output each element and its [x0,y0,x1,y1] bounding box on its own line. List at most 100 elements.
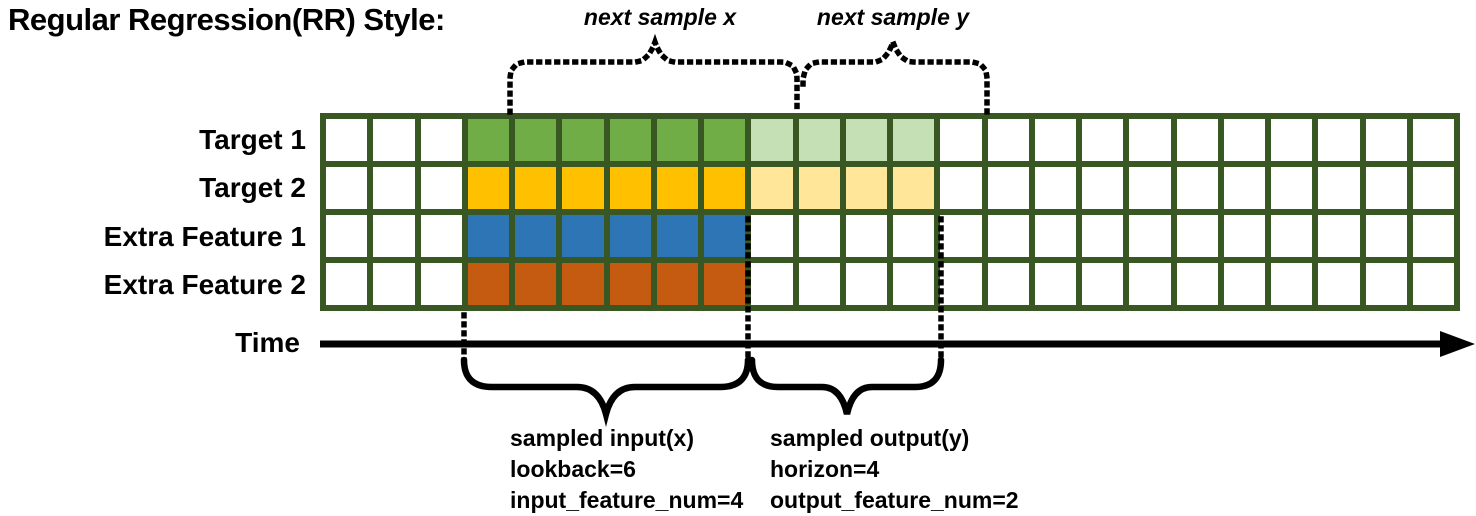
grid-cell [751,119,793,161]
grid-cell [1412,167,1454,209]
grid-cell [1082,119,1124,161]
grid-cell [467,167,509,209]
grid-cell [609,119,651,161]
time-axis-label: Time [235,327,300,358]
grid-cell [373,167,415,209]
grid-cell [656,167,698,209]
grid-cell [420,119,462,161]
grid-cell [751,167,793,209]
row-label-extra-feature-1: Extra Feature 1 [103,221,306,252]
grid-cell [1223,119,1265,161]
grid-cell [1129,215,1171,257]
grid-cell [893,167,935,209]
grid-cell [704,215,746,257]
grid-cell [1082,215,1124,257]
grid-cell [562,263,604,305]
grid-cell [1223,215,1265,257]
grid-cell [326,119,368,161]
grid-cell [1034,167,1076,209]
next-sample-x-label: next sample x [583,4,737,30]
grid-cell [940,263,982,305]
grid-cell [1129,167,1171,209]
grid-cell [704,263,746,305]
grid-cell [893,119,935,161]
lookback-line: lookback=6 [510,456,636,482]
grid-cell [420,215,462,257]
grid-cell [1365,215,1407,257]
grid-cell [515,119,557,161]
grid-cell [656,119,698,161]
grid-cell [1176,263,1218,305]
next-sample-x-brace [507,33,800,115]
input-feature-num-line: input_feature_num=4 [510,487,744,513]
grid-cell [1412,263,1454,305]
grid-cell [893,263,935,305]
grid-cell [940,215,982,257]
row-label-target-2: Target 2 [199,172,306,203]
grid-cell [1318,167,1360,209]
row-label-extra-feature-2: Extra Feature 2 [103,269,306,300]
grid-cell [704,167,746,209]
output-feature-num-line: output_feature_num=2 [770,487,1019,513]
grid-cell [562,167,604,209]
grid-cell [845,119,887,161]
grid-cell [940,119,982,161]
grid-cell [1412,215,1454,257]
grid-cell [1318,263,1360,305]
grid-cell [1271,215,1313,257]
sampled-output-line: sampled output(y) [770,425,970,451]
time-series-grid [320,113,1460,311]
sampled-output-annotation: sampled output(y) horizon=4 output_featu… [770,423,1019,516]
grid-cell [987,119,1029,161]
grid-cell [467,215,509,257]
grid-cell [1318,215,1360,257]
grid-cell [1223,263,1265,305]
grid-cell [1271,263,1313,305]
row-label-target-1: Target 1 [199,124,306,155]
grid-cell [515,263,557,305]
grid-cell [373,119,415,161]
grid-cell [1176,215,1218,257]
grid-cell [467,119,509,161]
grid-cell [1034,119,1076,161]
grid-cell [326,215,368,257]
grid-cell [798,263,840,305]
grid-cell [656,263,698,305]
grid-cell [1034,263,1076,305]
next-sample-y-label: next sample y [816,4,970,30]
grid-cell [1129,263,1171,305]
grid-cell [373,215,415,257]
grid-cell [893,215,935,257]
sampled-input-line: sampled input(x) [510,425,695,451]
grid-cell [656,215,698,257]
grid-cell [845,167,887,209]
time-axis-arrow [320,331,1475,357]
grid-cell [751,263,793,305]
grid-cell [420,263,462,305]
grid-cell [987,263,1029,305]
grid-cell [1176,119,1218,161]
grid-cell [798,167,840,209]
grid-cell [609,167,651,209]
grid-cell [562,119,604,161]
grid-cell [845,215,887,257]
grid-cell [1271,167,1313,209]
grid-cell [1223,167,1265,209]
sampled-output-brace [748,356,945,415]
grid-cell [1176,167,1218,209]
grid-cell [609,263,651,305]
grid-cell [1318,119,1360,161]
grid-cell [1271,119,1313,161]
sampled-input-annotation: sampled input(x) lookback=6 input_featur… [510,423,743,516]
grid-cell [1034,215,1076,257]
grid-cell [751,215,793,257]
sampled-input-brace [460,356,752,427]
grid-cell [1365,119,1407,161]
grid-cell [987,215,1029,257]
grid-cell [1365,167,1407,209]
horizon-line: horizon=4 [770,456,880,482]
grid-cell [467,263,509,305]
grid-cell [704,119,746,161]
grid-cell [609,215,651,257]
